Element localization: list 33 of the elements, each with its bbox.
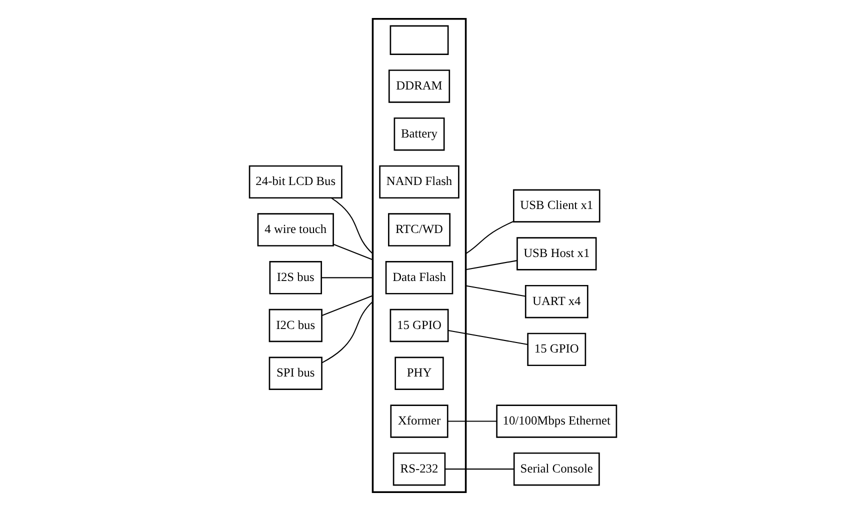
cluster xyxy=(371,18,466,494)
node-box: 4 wire touch xyxy=(256,213,334,246)
node-box: NAND Flash xyxy=(378,165,459,199)
connector xyxy=(465,220,514,254)
connector xyxy=(448,330,528,346)
connector xyxy=(465,260,517,270)
connector xyxy=(321,295,372,316)
node-box xyxy=(389,25,448,55)
node-box: Serial Console xyxy=(512,452,600,486)
node-box: Data Flash xyxy=(384,261,453,294)
node-box: PHY xyxy=(394,356,444,390)
connector xyxy=(330,198,373,254)
node-box: UART x4 xyxy=(524,284,588,318)
node-box: 10/100Mbps Ethernet xyxy=(496,404,617,438)
connector xyxy=(320,277,372,278)
node-box: USB Host x1 xyxy=(516,237,596,270)
node-box: I2S bus xyxy=(268,261,322,294)
node-box: Xformer xyxy=(390,404,448,438)
node-box: RS-232 xyxy=(392,452,446,486)
node-box: DDRAM xyxy=(388,70,450,103)
connector xyxy=(321,301,373,364)
node-box: USB Client x1 xyxy=(512,189,600,222)
node-box: SPI bus xyxy=(268,356,322,390)
node-box: I2C bus xyxy=(268,308,322,342)
connector xyxy=(332,244,372,260)
connector xyxy=(465,285,525,297)
node-box: Battery xyxy=(393,117,444,151)
connector xyxy=(444,468,514,470)
node-box: 15 GPIO xyxy=(526,332,586,366)
connector xyxy=(447,420,496,422)
node-box: RTC/WD xyxy=(388,213,450,246)
node-box: 15 GPIO xyxy=(389,308,448,342)
node-box: 24-bit LCD Bus xyxy=(248,165,342,199)
